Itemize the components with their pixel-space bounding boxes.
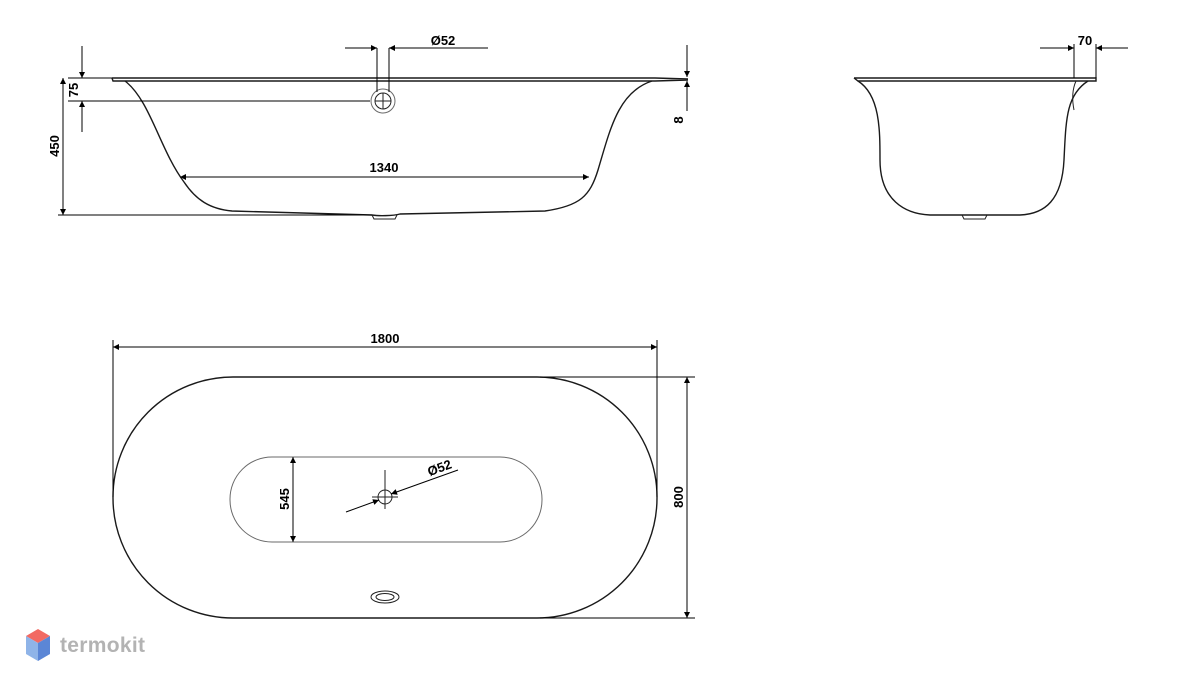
label-inner-width: 545 [277, 488, 292, 510]
side-overflow-fitting [370, 88, 396, 114]
label-overflow-side: Ø52 [431, 33, 456, 48]
side-drain-foot [371, 214, 398, 220]
dimension-bottom-length: 1340 [180, 160, 589, 180]
side-body [124, 80, 653, 217]
plan-overflow-fitting [372, 470, 398, 509]
end-rim [853, 77, 1097, 82]
plan-outer-outline [112, 376, 658, 619]
dimension-rim-thickness: 8 [671, 45, 690, 124]
dimension-plan-length: 1800 [112, 331, 658, 497]
brand-logo: termokit [24, 626, 145, 666]
label-end-rim-width: 70 [1078, 33, 1092, 48]
side-rim [111, 77, 689, 82]
plan-inner-bottom [229, 456, 543, 543]
dimension-total-height: 450 [47, 78, 372, 216]
brand-name: termokit [60, 634, 146, 657]
label-plan-length: 1800 [371, 331, 400, 346]
label-rim-thickness: 8 [671, 116, 686, 123]
dimension-overflow-side: Ø52 [345, 33, 488, 92]
end-inner-wall [1072, 80, 1077, 111]
label-total-height: 450 [47, 135, 62, 157]
label-plan-width: 800 [671, 486, 686, 508]
side-view: Ø52 75 450 1340 8 [47, 33, 690, 220]
label-rim-to-overflow: 75 [66, 83, 81, 97]
brand-cube-icon [26, 629, 50, 661]
dimension-end-rim-width: 70 [1040, 33, 1128, 78]
dimension-overflow-plan: Ø52 [345, 457, 459, 513]
dimension-inner-width: 545 [277, 457, 296, 542]
label-bottom-length: 1340 [370, 160, 399, 175]
brand-cube-left [26, 636, 38, 661]
label-overflow-plan: Ø52 [425, 457, 453, 480]
dimension-rim-to-overflow: 75 [66, 46, 370, 132]
plan-drain [370, 590, 400, 604]
brand-cube-right [38, 636, 50, 661]
plan-view: Ø52 545 1800 800 [112, 331, 695, 619]
end-body [857, 80, 1089, 216]
end-view: 70 [853, 33, 1128, 220]
dimension-plan-width: 800 [540, 376, 695, 619]
end-drain-foot [961, 214, 988, 220]
